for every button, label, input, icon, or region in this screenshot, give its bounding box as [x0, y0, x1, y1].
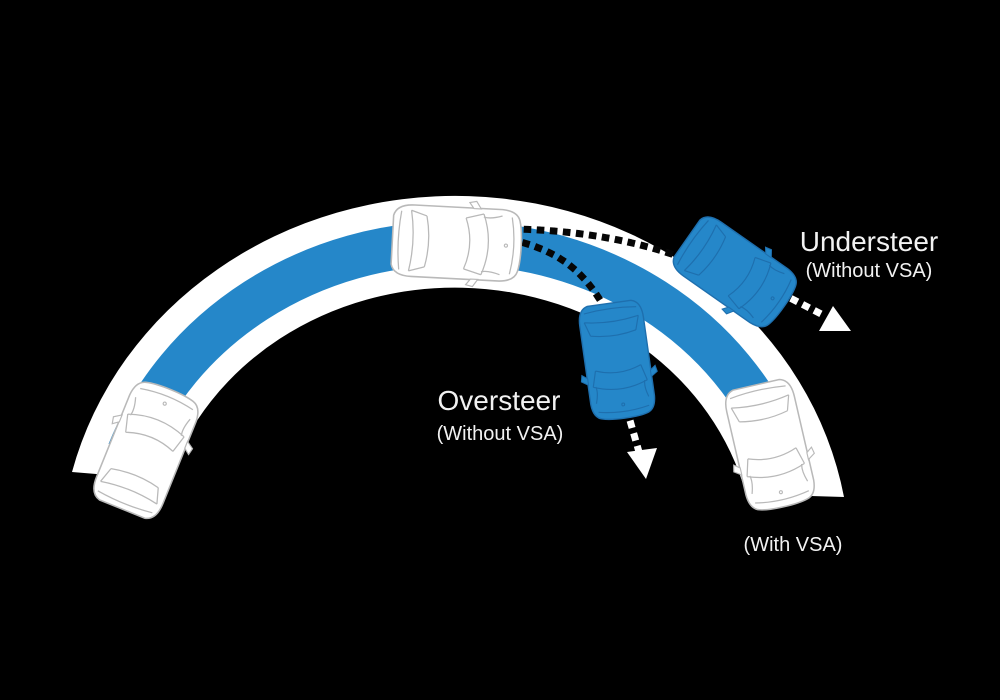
- understeer-label: Understeer: [800, 226, 939, 257]
- oversteer-path-dotted: [508, 235, 605, 305]
- oversteer-arrowhead-icon: [627, 448, 657, 479]
- oversteer-sublabel: (Without VSA): [437, 423, 564, 445]
- understeer-arrow-dots: [789, 295, 830, 321]
- understeer-sublabel: (Without VSA): [806, 260, 933, 282]
- oversteer-label: Oversteer: [438, 385, 561, 416]
- oversteer-arrow-dots: [626, 419, 644, 457]
- understeer-arrow: [789, 295, 851, 331]
- understeer-path-dotted: [510, 225, 691, 264]
- with-vsa-label: (With VSA): [744, 534, 843, 556]
- oversteer-arrow: [626, 419, 657, 479]
- car-on-course: [389, 196, 525, 290]
- understeer-arrowhead-icon: [819, 306, 851, 331]
